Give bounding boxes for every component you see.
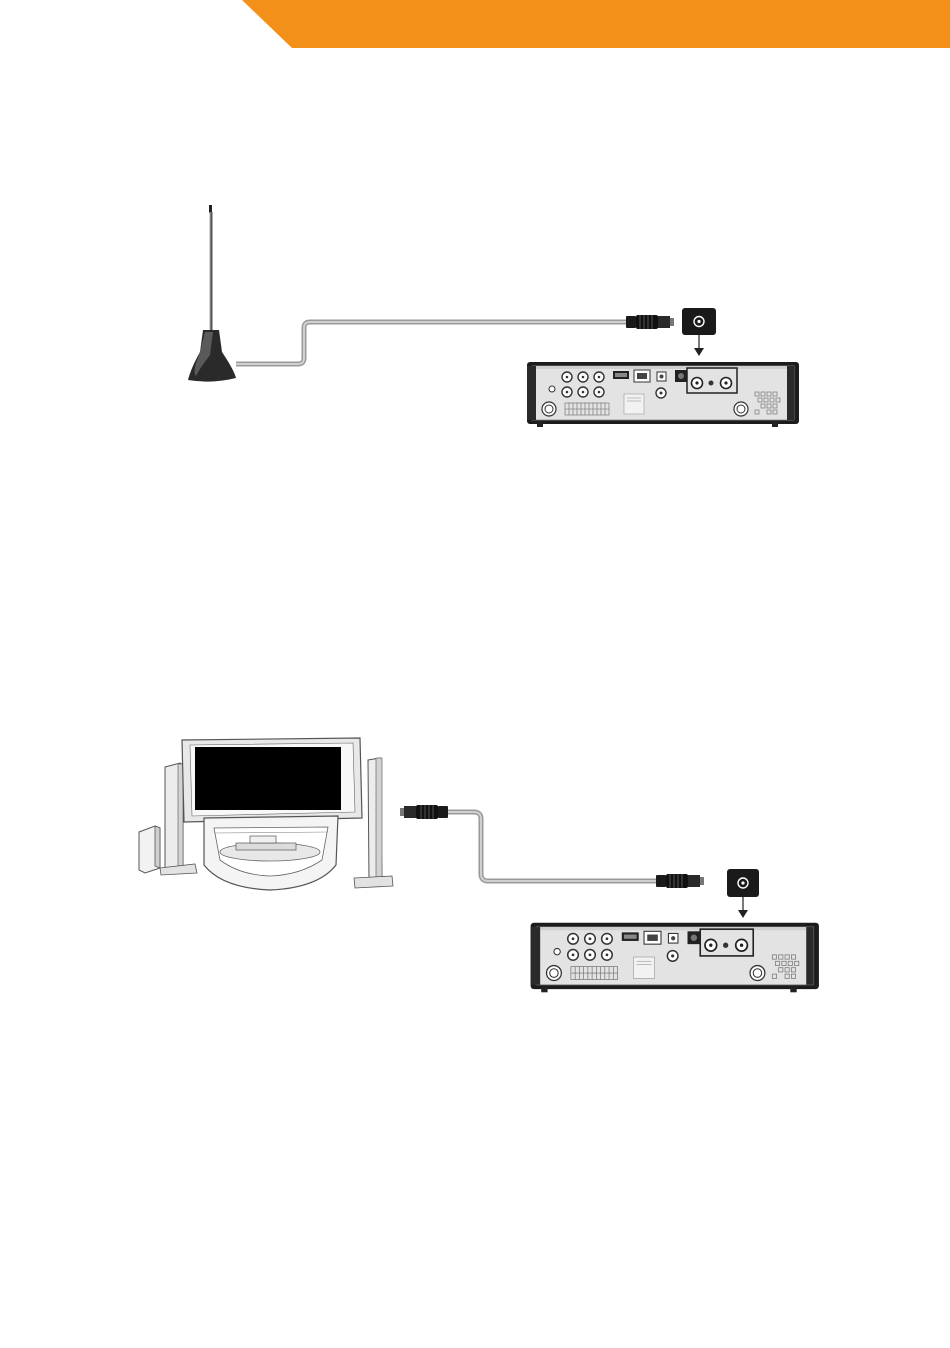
rf-out-port-icon (727, 869, 759, 897)
arrow-down-icon (694, 335, 704, 356)
rf-in-port-icon (682, 308, 716, 335)
coax-plug-2b (656, 874, 704, 888)
antenna-icon (188, 205, 236, 382)
media-player-rear-panel-2 (531, 923, 819, 993)
media-player-rear-panel-1 (527, 362, 799, 427)
coax-plug-2a (400, 805, 448, 819)
coaxial-cable-2 (448, 812, 658, 881)
arrow-down-icon-2 (738, 897, 748, 918)
coaxial-cable-1 (236, 322, 628, 364)
coax-plug-1 (626, 315, 674, 329)
antenna-to-player-diagram (188, 205, 799, 427)
home-theater-tv-icon (139, 738, 393, 890)
player-to-tv-diagram (139, 738, 819, 992)
